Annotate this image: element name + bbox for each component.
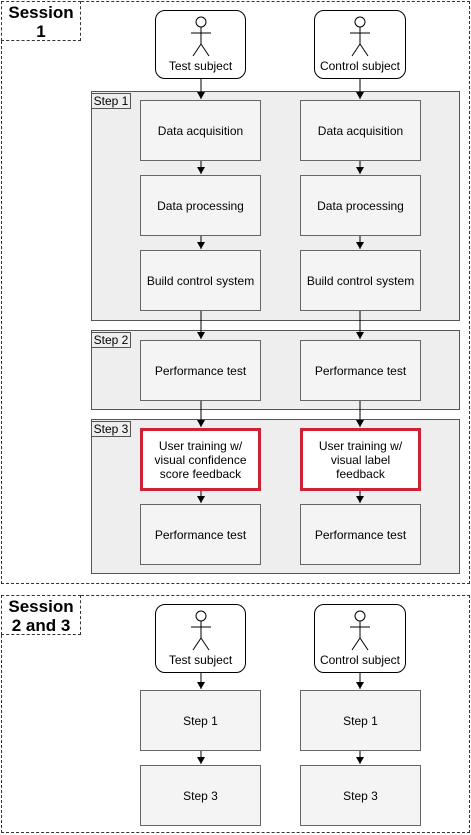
control-data-processing: Data processing <box>300 175 421 236</box>
test-subject-label-s23: Test subject <box>168 653 233 667</box>
test-build-control-system: Build control system <box>140 250 261 311</box>
test-step1-box: Step 1 <box>140 690 261 751</box>
test-step3-box: Step 3 <box>140 765 261 826</box>
control-subject-actor: Control subject <box>314 10 406 79</box>
session-2-3-label: Session 2 and 3 <box>1 595 81 635</box>
control-subject-actor-s23: Control subject <box>314 604 406 673</box>
test-data-processing: Data processing <box>140 175 261 236</box>
test-performance-test-step3: Performance test <box>140 504 261 565</box>
stick-figure-icon <box>350 610 370 651</box>
step-1-label: Step 1 <box>91 93 131 109</box>
test-data-acquisition: Data acquisition <box>140 100 261 161</box>
control-data-acquisition: Data acquisition <box>300 100 421 161</box>
control-step3-box: Step 3 <box>300 765 421 826</box>
stick-figure-icon <box>190 16 211 57</box>
step-3-label: Step 3 <box>91 421 131 437</box>
test-subject-actor: Test subject <box>155 10 246 79</box>
stick-figure-icon <box>190 610 211 651</box>
control-subject-label-s23: Control subject <box>319 653 401 667</box>
control-performance-test-step2: Performance test <box>300 340 421 401</box>
session-1-region <box>1 1 470 584</box>
session-2-3-region <box>1 595 470 833</box>
control-subject-label: Control subject <box>319 59 401 73</box>
test-subject-label: Test subject <box>168 59 233 73</box>
stick-figure-icon <box>350 16 370 57</box>
control-step1-box: Step 1 <box>300 690 421 751</box>
control-performance-test-step3: Performance test <box>300 504 421 565</box>
session-1-label: Session 1 <box>1 1 81 41</box>
test-user-training-confidence-feedback: User training w/ visual confidence score… <box>140 428 261 491</box>
test-subject-actor-s23: Test subject <box>155 604 246 673</box>
control-build-control-system: Build control system <box>300 250 421 311</box>
control-user-training-label-feedback: User training w/ visual label feedback <box>300 428 421 491</box>
test-performance-test-step2: Performance test <box>140 340 261 401</box>
step-2-label: Step 2 <box>91 332 131 348</box>
